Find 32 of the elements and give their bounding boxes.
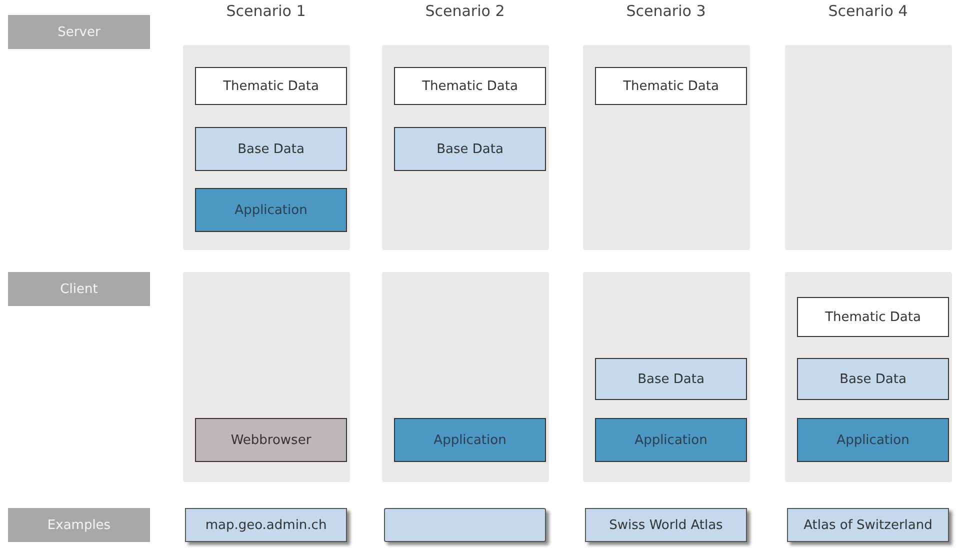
application-box: Application xyxy=(195,188,347,232)
scenario-heading: Scenario 1 xyxy=(225,2,307,20)
tier-panel xyxy=(382,45,549,250)
scenario-heading: Scenario 2 xyxy=(424,2,506,20)
example-box xyxy=(384,508,546,542)
row-label: Examples xyxy=(8,508,150,542)
tier-panel xyxy=(382,272,549,482)
tier-panel xyxy=(785,45,952,250)
tier-panel xyxy=(183,45,350,250)
data-box: Base Data xyxy=(595,358,747,400)
data-box: Thematic Data xyxy=(195,67,347,105)
tier-panel xyxy=(183,272,350,482)
data-box: Base Data xyxy=(394,127,546,171)
data-box: Base Data xyxy=(797,358,949,400)
data-box: Thematic Data xyxy=(797,297,949,337)
application-box: Application xyxy=(797,418,949,462)
data-box: Thematic Data xyxy=(595,67,747,105)
row-label: Server xyxy=(8,15,150,49)
application-box: Application xyxy=(394,418,546,462)
scenario-heading: Scenario 4 xyxy=(827,2,909,20)
example-box: Atlas of Switzerland xyxy=(787,508,949,542)
data-box: Base Data xyxy=(195,127,347,171)
browser-box: Webbrowser xyxy=(195,418,347,462)
tier-panel xyxy=(583,45,750,250)
application-box: Application xyxy=(595,418,747,462)
data-box: Thematic Data xyxy=(394,67,546,105)
example-box: map.geo.admin.ch xyxy=(185,508,347,542)
scenario-heading: Scenario 3 xyxy=(625,2,707,20)
example-box: Swiss World Atlas xyxy=(585,508,747,542)
tier-panel xyxy=(583,272,750,482)
tier-panel xyxy=(785,272,952,482)
row-label: Client xyxy=(8,272,150,306)
